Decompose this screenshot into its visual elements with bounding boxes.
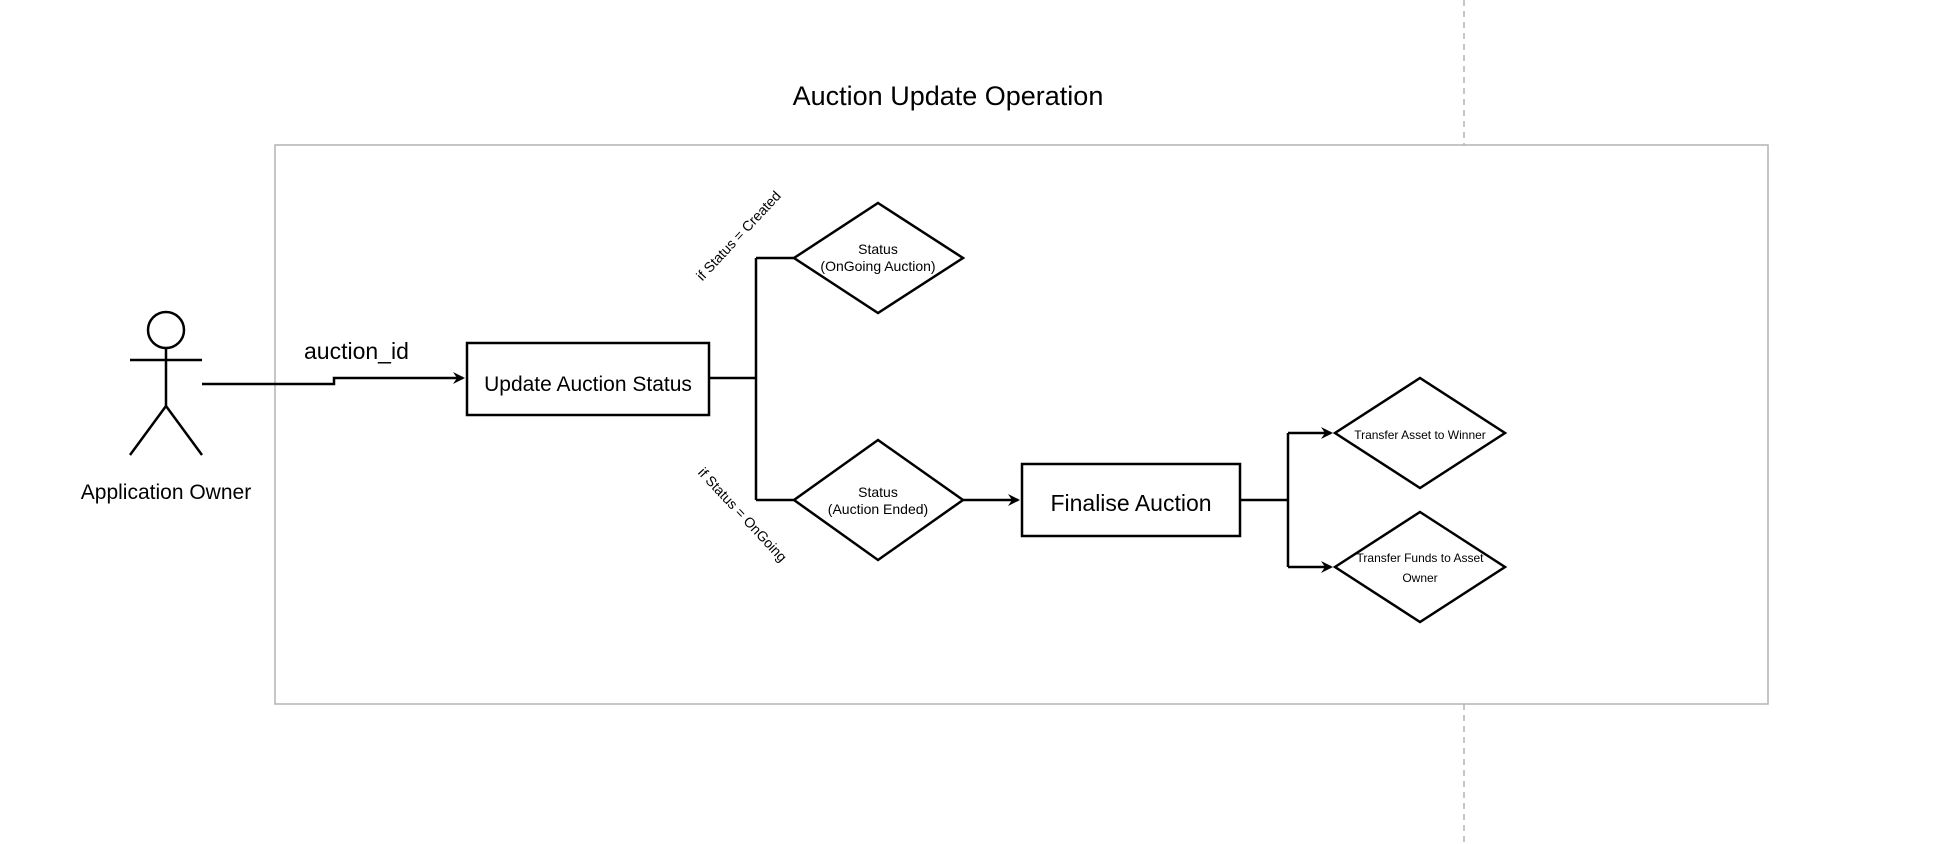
node-status-ended [791,438,966,562]
node-finalise-auction [1020,462,1242,538]
node-transfer-funds [1332,510,1508,624]
diagram-title: Auction Update Operation [793,81,1104,111]
node-status-ongoing [791,201,966,315]
node-transfer-funds-line1: Transfer Funds to Asset [1357,551,1485,565]
node-status-ongoing-line2: (OnGoing Auction) [820,258,935,274]
actor-label: Application Owner [81,481,251,504]
node-transfer-asset [1332,376,1508,490]
node-finalise-auction-label: Finalise Auction [1050,490,1211,516]
node-status-ended-line2: (Auction Ended) [828,501,928,517]
edge-update-fork [709,256,794,502]
node-transfer-funds-line2: Owner [1402,571,1437,585]
edge-finalise-fork [1240,433,1290,567]
operation-frame [274,144,1769,705]
node-status-ongoing-line1: Status [858,241,898,257]
node-status-ended-line1: Status [858,484,898,500]
actor-icon [128,310,204,456]
node-update-auction-status-label: Update Auction Status [484,373,692,396]
node-update-auction-status [465,341,711,417]
node-transfer-asset-label: Transfer Asset to Winner [1354,428,1486,442]
edge-label-auction-id: auction_id [304,338,409,364]
edge-actor-to-update [202,372,465,386]
